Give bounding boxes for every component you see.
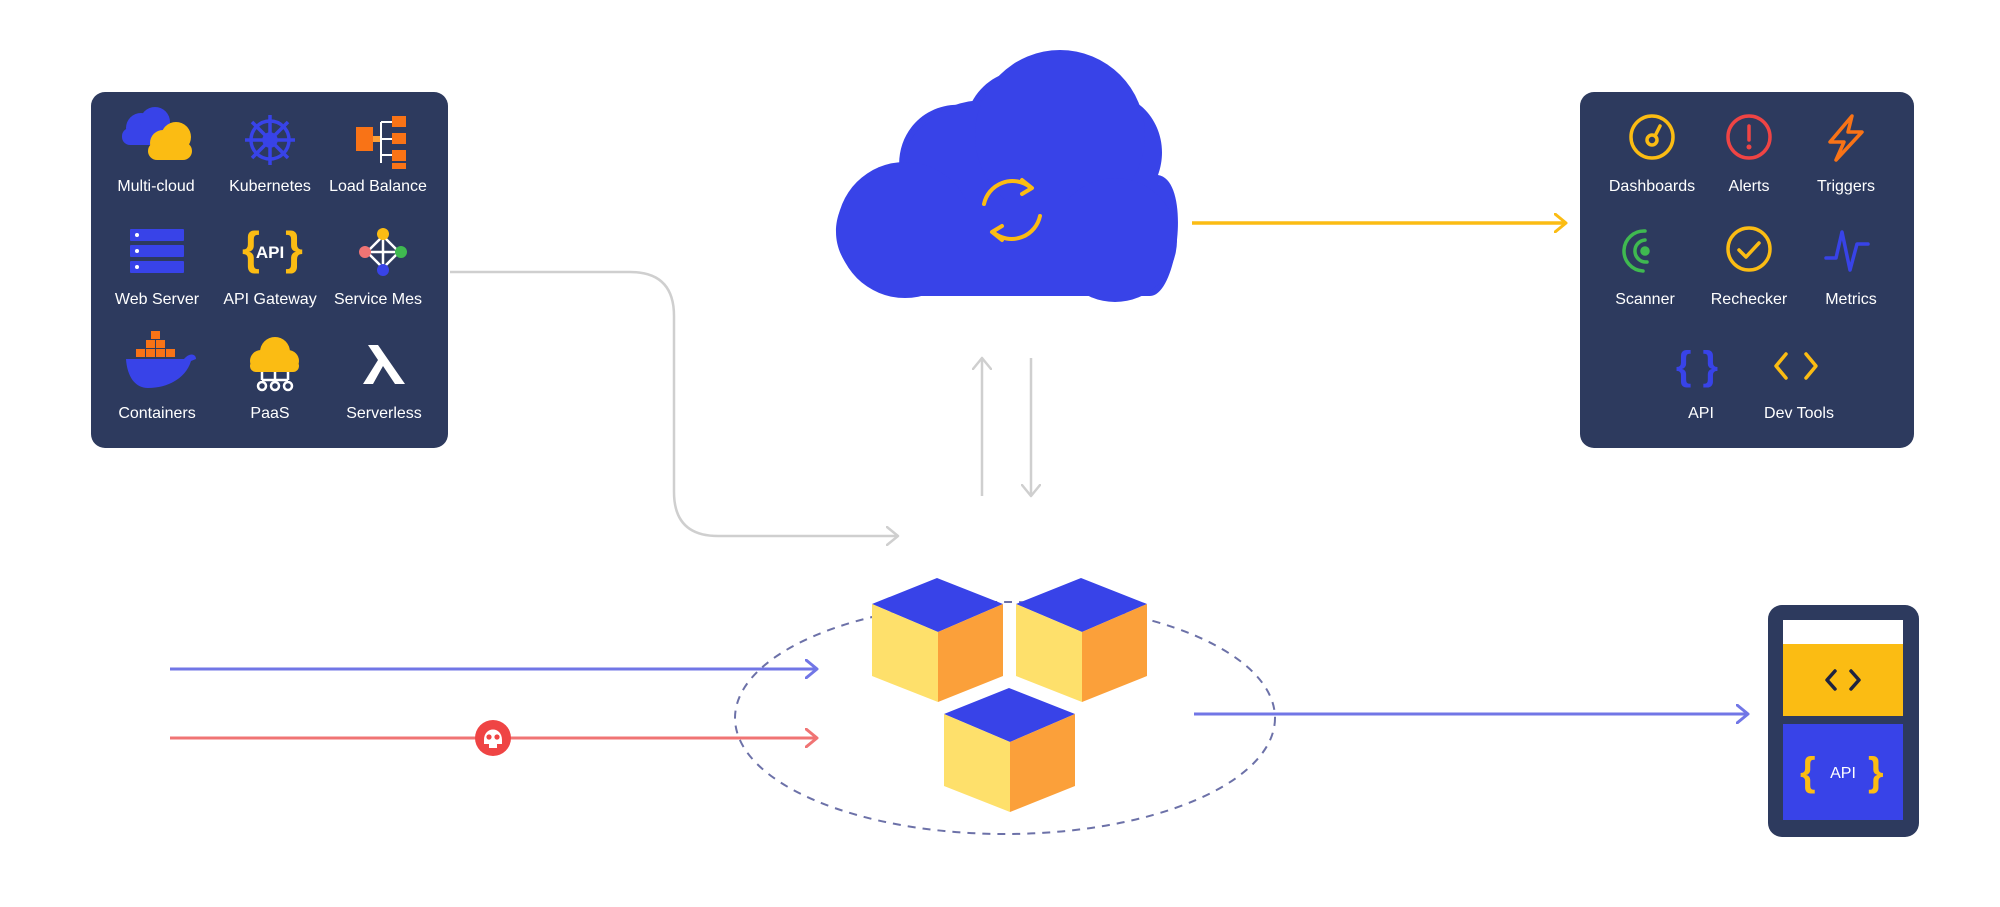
check-circle-icon — [1726, 226, 1772, 272]
right-item-label: Metrics — [1825, 291, 1877, 308]
service-mesh-icon — [359, 228, 407, 276]
cube-bottom — [944, 688, 1075, 812]
load-balancer-icon — [356, 116, 406, 169]
dashboard-gauge-icon — [1629, 114, 1675, 160]
right-item-label: Scanner — [1615, 291, 1675, 308]
lambda-icon — [363, 345, 405, 384]
multi-cloud-icon — [122, 107, 192, 160]
connector-left-panel-to-cluster — [450, 270, 898, 536]
left-item-label: Containers — [118, 405, 195, 422]
code-chevrons-icon — [1774, 352, 1818, 380]
right-item-label: API — [1688, 405, 1714, 422]
svg-text:API: API — [256, 243, 284, 262]
device-code-icon — [1825, 669, 1861, 691]
left-item-label: Web Server — [115, 291, 200, 308]
svg-text:{: { — [1800, 750, 1816, 794]
central-cloud — [836, 50, 1178, 302]
left-item-label: Load Balance — [329, 178, 427, 195]
device-api-label: API — [1830, 765, 1856, 782]
cluster-boundary — [734, 601, 1276, 835]
kubernetes-helm-icon — [245, 115, 295, 165]
metrics-pulse-icon — [1824, 230, 1870, 272]
right-item-label: Dashboards — [1609, 178, 1695, 195]
svg-text:{ }: { } — [1676, 344, 1718, 388]
right-item-label: Alerts — [1729, 178, 1770, 195]
cube-top-right — [1016, 578, 1147, 702]
curly-braces-icon: { } — [1676, 344, 1718, 388]
left-item-label: Kubernetes — [229, 178, 311, 195]
scanner-radar-icon — [1622, 229, 1650, 273]
skull-icon — [475, 720, 511, 756]
paas-cloud-icon — [250, 337, 299, 392]
right-item-label: Rechecker — [1711, 291, 1788, 308]
svg-text:}: } — [285, 222, 303, 274]
left-item-label: Multi-cloud — [117, 178, 194, 195]
lightning-bolt-icon — [1828, 114, 1864, 162]
api-brackets-icon: { } API — [242, 222, 303, 274]
docker-whale-icon — [126, 331, 196, 388]
right-item-label: Triggers — [1817, 178, 1875, 195]
svg-text:}: } — [1868, 750, 1884, 794]
left-item-label: Service Mes — [334, 291, 422, 308]
right-item-label: Dev Tools — [1764, 405, 1834, 422]
client-device — [1768, 605, 1919, 837]
alert-exclamation-icon — [1726, 114, 1772, 160]
sync-icon — [982, 178, 1042, 242]
left-item-label: API Gateway — [223, 291, 316, 308]
left-item-label: Serverless — [346, 405, 422, 422]
server-stack-icon — [130, 229, 184, 273]
device-api-braces-icon: { } — [1800, 750, 1884, 794]
svg-text:{: { — [242, 222, 260, 274]
cube-top-left — [872, 578, 1003, 702]
left-item-label: PaaS — [250, 405, 289, 422]
